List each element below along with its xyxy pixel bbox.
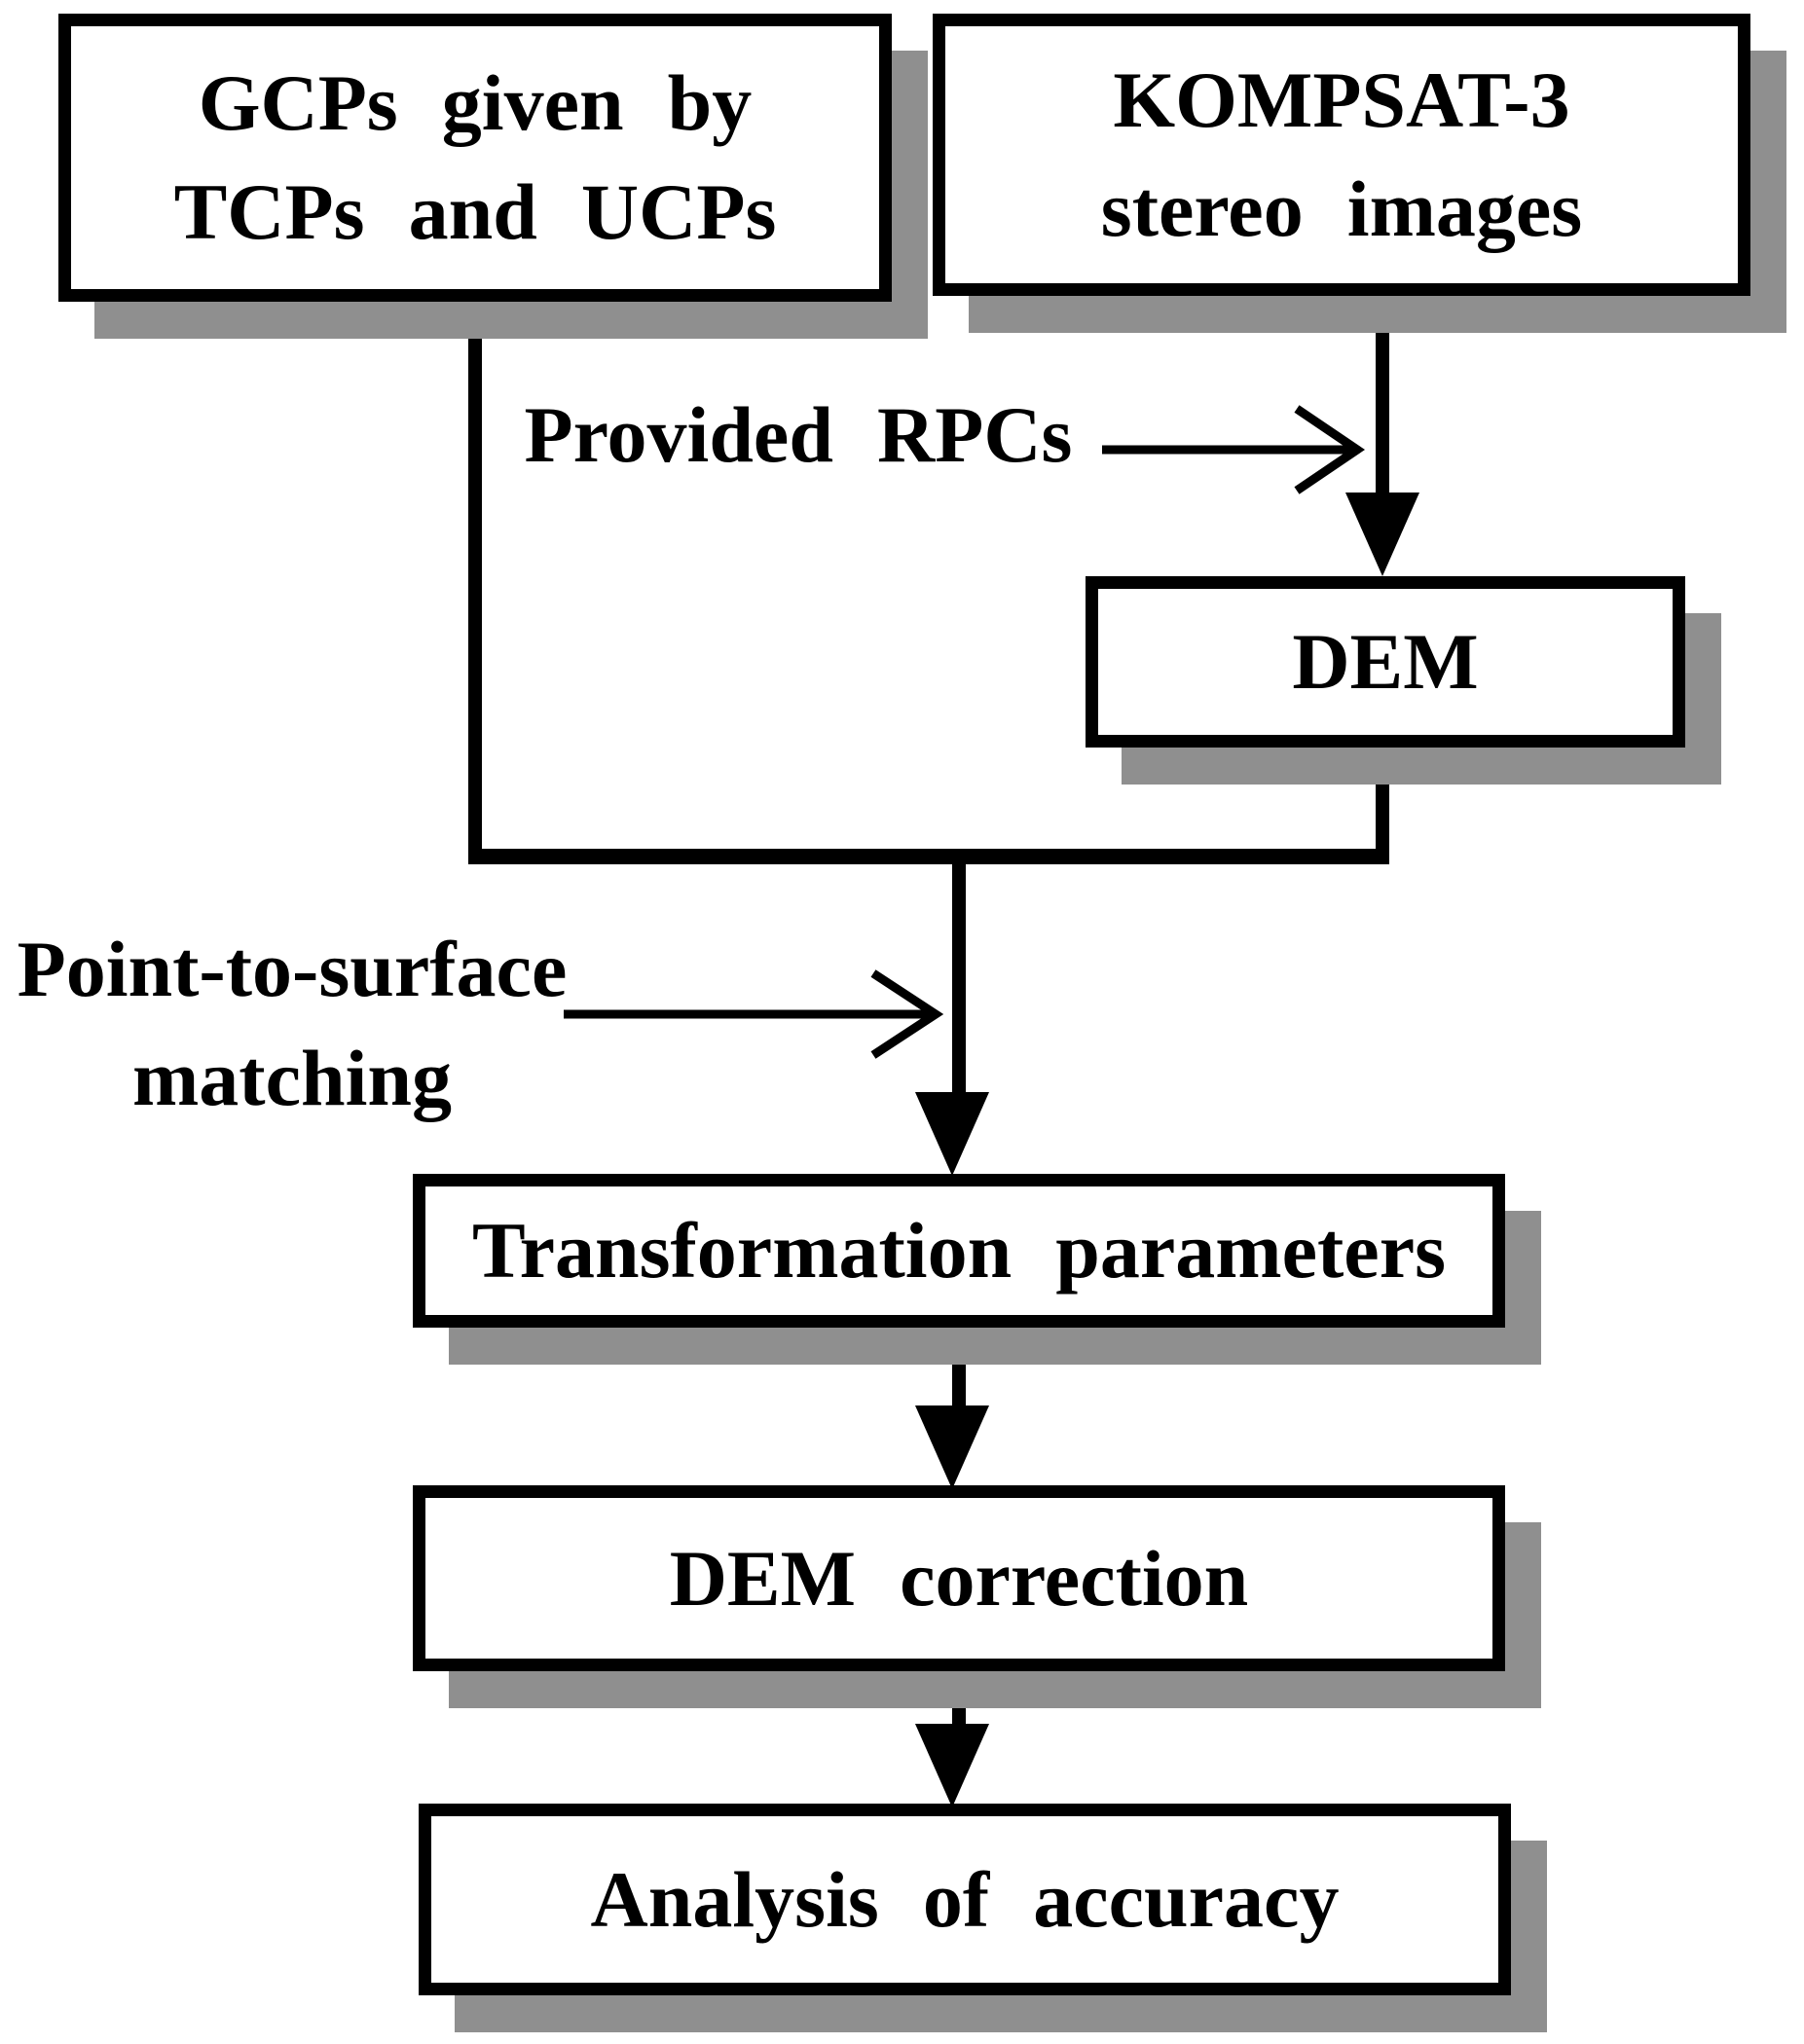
connector-kompsat-to-dem-line [1376, 294, 1389, 506]
connector-transformation-to-demcorrection-line [952, 1326, 966, 1419]
arrowhead-into-transformation-icon [915, 1092, 989, 1176]
node-kompsat-label-line1: KOMPSAT-3 [1113, 55, 1570, 144]
node-gcps: GCPs given by TCPs and UCPs [58, 14, 892, 302]
connector-dem-to-merge-line [1376, 746, 1389, 857]
node-transformation-label: Transformation parameters [471, 1206, 1447, 1295]
connector-demcorrection-to-analysis-line [952, 1669, 966, 1735]
node-gcps-label-line1: GCPs given by [198, 58, 753, 147]
arrowhead-into-dem-icon [1345, 493, 1419, 576]
node-analysis-of-accuracy: Analysis of accuracy [419, 1804, 1511, 1995]
connector-gcps-to-merge-line [468, 300, 482, 858]
node-dem: DEM [1086, 576, 1685, 748]
provided-rpcs-arrow-icon [1102, 405, 1366, 494]
node-kompsat3-stereo-images: KOMPSAT-3 stereo images [933, 14, 1750, 296]
provided-rpcs-label: Provided RPCs [524, 390, 1073, 479]
connector-merge-to-transformation-line [952, 849, 966, 1098]
node-dem-label: DEM [1292, 617, 1479, 706]
node-analysis-label: Analysis of accuracy [590, 1854, 1340, 1944]
arrowhead-into-analysis-icon [915, 1724, 989, 1807]
point-to-surface-matching-label: Point-to-surface matching [10, 915, 574, 1133]
merge-horizontal-line [468, 849, 1389, 864]
point-to-surface-arrow-icon [564, 969, 944, 1059]
node-transformation-parameters: Transformation parameters [413, 1174, 1505, 1328]
point-to-surface-label-line2: matching [132, 1034, 452, 1122]
point-to-surface-label-line1: Point-to-surface [17, 925, 568, 1013]
node-gcps-label-line2: TCPs and UCPs [173, 167, 777, 256]
node-dem-correction: DEM correction [413, 1485, 1505, 1671]
node-kompsat-label-line2: stereo images [1100, 164, 1583, 253]
arrowhead-into-demcorrection-icon [915, 1405, 989, 1489]
node-dem-correction-label: DEM correction [669, 1533, 1249, 1623]
